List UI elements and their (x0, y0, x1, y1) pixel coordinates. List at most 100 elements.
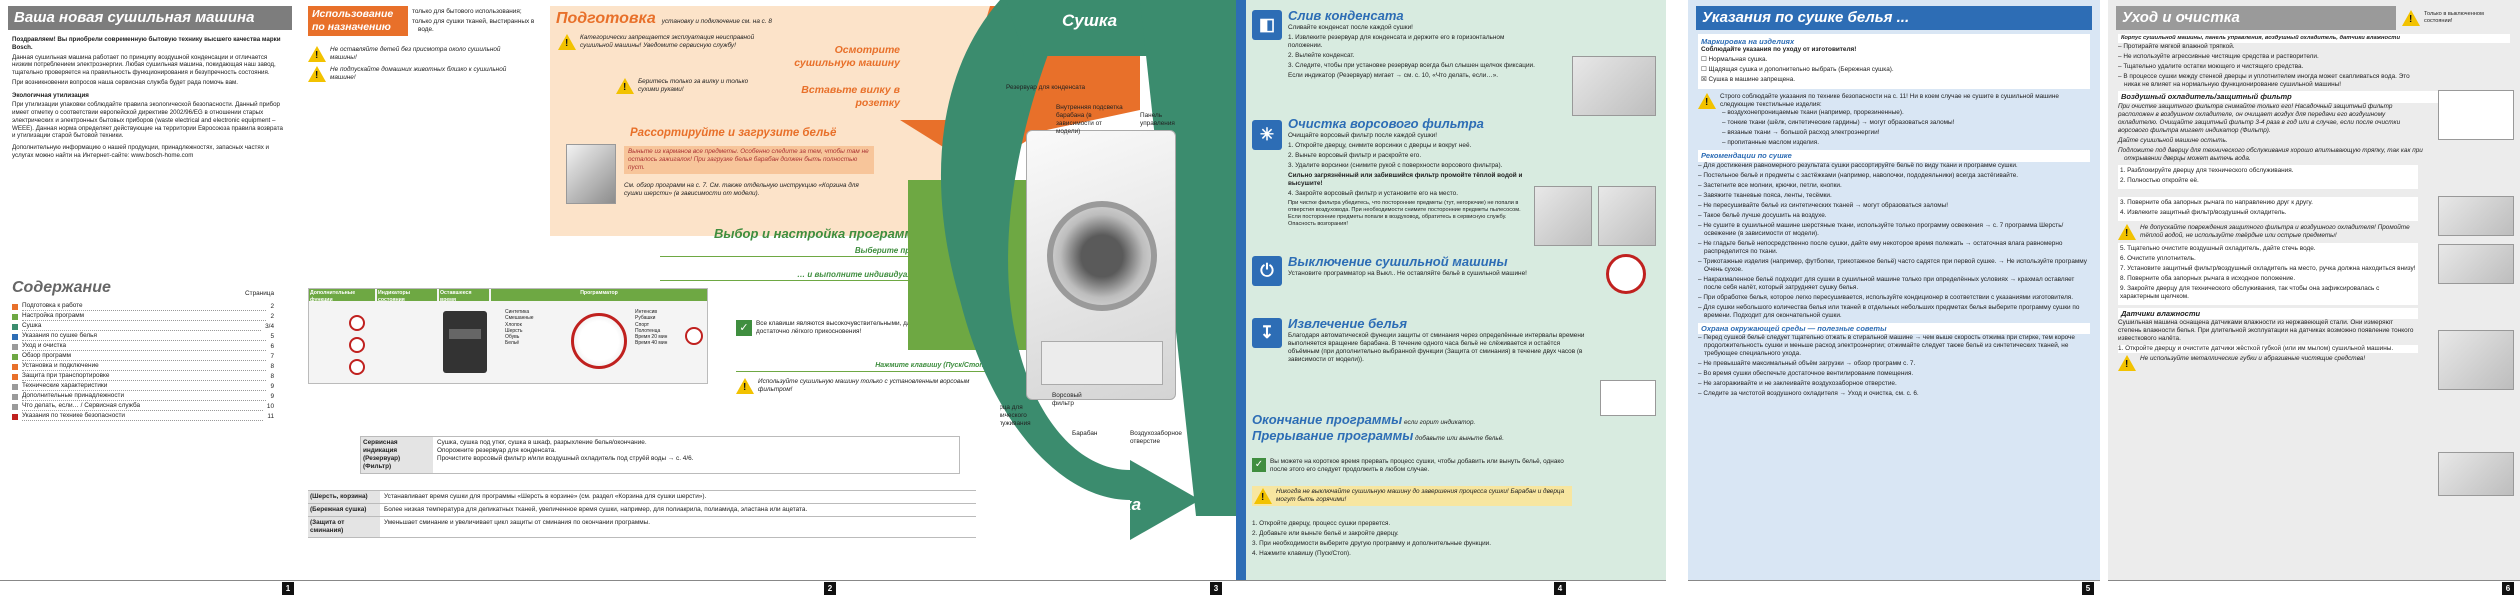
option-text: Устанавливает время сушки для программы … (384, 493, 707, 500)
choose-step: Выберите программу сушки… (660, 246, 980, 257)
toc-swatch (12, 373, 18, 380)
list-item-text: Не загораживайте и не заклеивайте воздух… (1703, 380, 1897, 388)
use-box: Использование по назначению только для б… (308, 6, 540, 92)
list-item: – вязаные ткани → большой расход электро… (1722, 129, 1880, 137)
toc-swatch (12, 323, 18, 330)
clothes-image (566, 144, 616, 204)
resume-step-2: 2. Добавьте или выньте бельё и закройте … (1252, 530, 1399, 537)
resume-step-4: 4. Нажмите клавишу (Пуск/Стоп). (1252, 550, 1351, 557)
page-3: Сушка 1 2 3 ↓ Резервуар для конденсата В… (1000, 0, 1236, 596)
list-item-text: При обработке белья, которое легко перес… (1703, 293, 2074, 301)
use-title: Использование по назначению (308, 6, 408, 37)
page-5: Указания по сушке белья ... Маркировка н… (1688, 0, 2100, 596)
remaining-time-display (443, 311, 487, 373)
toc-swatch (12, 303, 18, 310)
drain-note: Если индикатор (Резервуар) мигает → см. … (1288, 72, 1499, 80)
drain-icon: ◧ (1252, 10, 1282, 40)
off-title: Выключение сушильной машины (1288, 254, 1508, 269)
drain-step-1: 1. Извлеките резервуар для конденсата и … (1288, 34, 1505, 50)
page-4: ◧ Слив конденсата Сливайте конденсат пос… (1236, 0, 1666, 596)
page-3-footer: 3 (1000, 580, 1236, 596)
program-selector-dial[interactable] (571, 313, 627, 369)
list-item-text: Следите за чистотой воздушного охладител… (1703, 390, 1919, 398)
safety-warning-icon (1698, 93, 1716, 110)
cooler-warning-text: Не допускайте повреждения защитного филь… (2140, 223, 2410, 239)
list-item-text: Трикотажные изделия (например, футболки,… (1703, 257, 2087, 273)
intro-text: Данная сушильная машина работает по прин… (12, 53, 276, 77)
toc-swatch (12, 363, 18, 370)
end-subtitle: если горит индикатор. (1404, 419, 1476, 426)
list-item: – При обработке белья, которое легко пер… (1698, 293, 2074, 301)
more-info-text: Дополнительную информацию о нашей продук… (12, 144, 270, 159)
tips-list: – Для достижения равномерного результата… (1698, 162, 2090, 320)
filter-title: Очистка ворсового фильтра (1288, 116, 1484, 131)
toc-swatch (12, 403, 18, 410)
sensor-warning-text: Не используйте металлические губки и абр… (2140, 354, 2366, 362)
list-item-text: Тщательно удалите остатки моющего и чист… (2123, 63, 2304, 71)
interrupt-subtitle: добавьте или выньте бельё. (1415, 435, 1505, 442)
drain-image (1572, 56, 1656, 116)
control-panel-label: Панель управления (1140, 112, 1175, 127)
cooler-steps-b: 3. Поверните оба запорных рычага по напр… (2118, 196, 2418, 221)
toc-page: 9 (270, 392, 274, 400)
option-button-2[interactable] (349, 337, 365, 353)
list-item: – Для достижения равномерного результата… (1698, 161, 2018, 169)
touch-keys-note: Все клавиши являются высокочувствительны… (756, 320, 962, 335)
off-text: Установите программатор на Выкл.. Не ост… (1288, 270, 1527, 278)
page-1-footer: 1 (0, 580, 300, 596)
filter-intro: Очищайте ворсовый фильтр после каждой су… (1288, 132, 1437, 140)
option-row: (Защита от сминания)Уменьшает сминание и… (308, 517, 976, 538)
door-label: Дверца для технического обслуживания (1000, 404, 1031, 427)
cooler-steps-c: 5. Тщательно очистите воздушный охладите… (2118, 242, 2418, 305)
prep-warning-icon (558, 34, 576, 51)
hot-warning-icon (1254, 488, 1272, 505)
toc-label: Защита при транспортировке (22, 372, 267, 381)
end-indicator-image (1600, 380, 1656, 416)
option-button-3[interactable] (349, 359, 365, 375)
page-number: 2 (824, 582, 836, 595)
list-item-text: Не сушите в сушильной машине шерстяные т… (1703, 221, 2064, 237)
sensor-warning-icon (2118, 354, 2136, 371)
toc-page: 9 (270, 382, 274, 390)
list-item: – Перед сушкой бельё следует тщательно о… (1698, 334, 2075, 358)
toc-label: Уход и очистка (22, 342, 267, 351)
list-item-text: Накрахмаленное бельё подходит для сушки … (1703, 275, 2075, 291)
list-item-text: тонкие ткани (шёлк, синтетические гардин… (1727, 119, 1955, 127)
option-button-1[interactable] (349, 315, 365, 331)
drain-intro: Сливайте конденсат после каждой сушки! (1288, 24, 1413, 32)
col-header-time: Оставшееся время (439, 289, 489, 303)
start-stop-button[interactable] (685, 327, 703, 345)
filter-step-3: 3. Удалите ворсинки (снимите рукой с пов… (1288, 162, 1503, 170)
page-6: Уход и очистка Только в выключенном сост… (2108, 0, 2520, 596)
resume-step-1: 1. Откройте дверцу, процесс сушки прерве… (1252, 520, 1391, 527)
dryer-illustration (1026, 130, 1176, 400)
care-image-1 (2438, 90, 2514, 140)
option-text: Уменьшает сминание и увеличивает цикл за… (384, 519, 650, 526)
eco-text: При утилизации упаковки соблюдайте прави… (12, 101, 283, 140)
cooler-step-5: 5. Тщательно очистите воздушный охладите… (2120, 244, 2316, 252)
body-title: Корпус сушильной машины, панель управлен… (2118, 34, 2510, 44)
service-item-1: Сушка, сушка под утюг, сушка в шкаф, раз… (437, 439, 647, 446)
check-icon: ✓ (736, 320, 752, 336)
kids-warning-text: Не оставляйте детей без присмотра около … (330, 46, 501, 62)
remove-title: Извлечение белья (1288, 316, 1407, 331)
cooler-steps-a: 1. Разблокируйте дверцу для технического… (2118, 164, 2418, 189)
toc-page-label: Страница (245, 290, 274, 297)
list-item: – Во время сушки обеспечьте достаточное … (1698, 370, 1914, 378)
list-item: – пропитанные маслом изделия. (1722, 139, 1819, 147)
toc-label: Обзор программ (22, 352, 267, 361)
toc-page: 3/4 (265, 322, 274, 330)
